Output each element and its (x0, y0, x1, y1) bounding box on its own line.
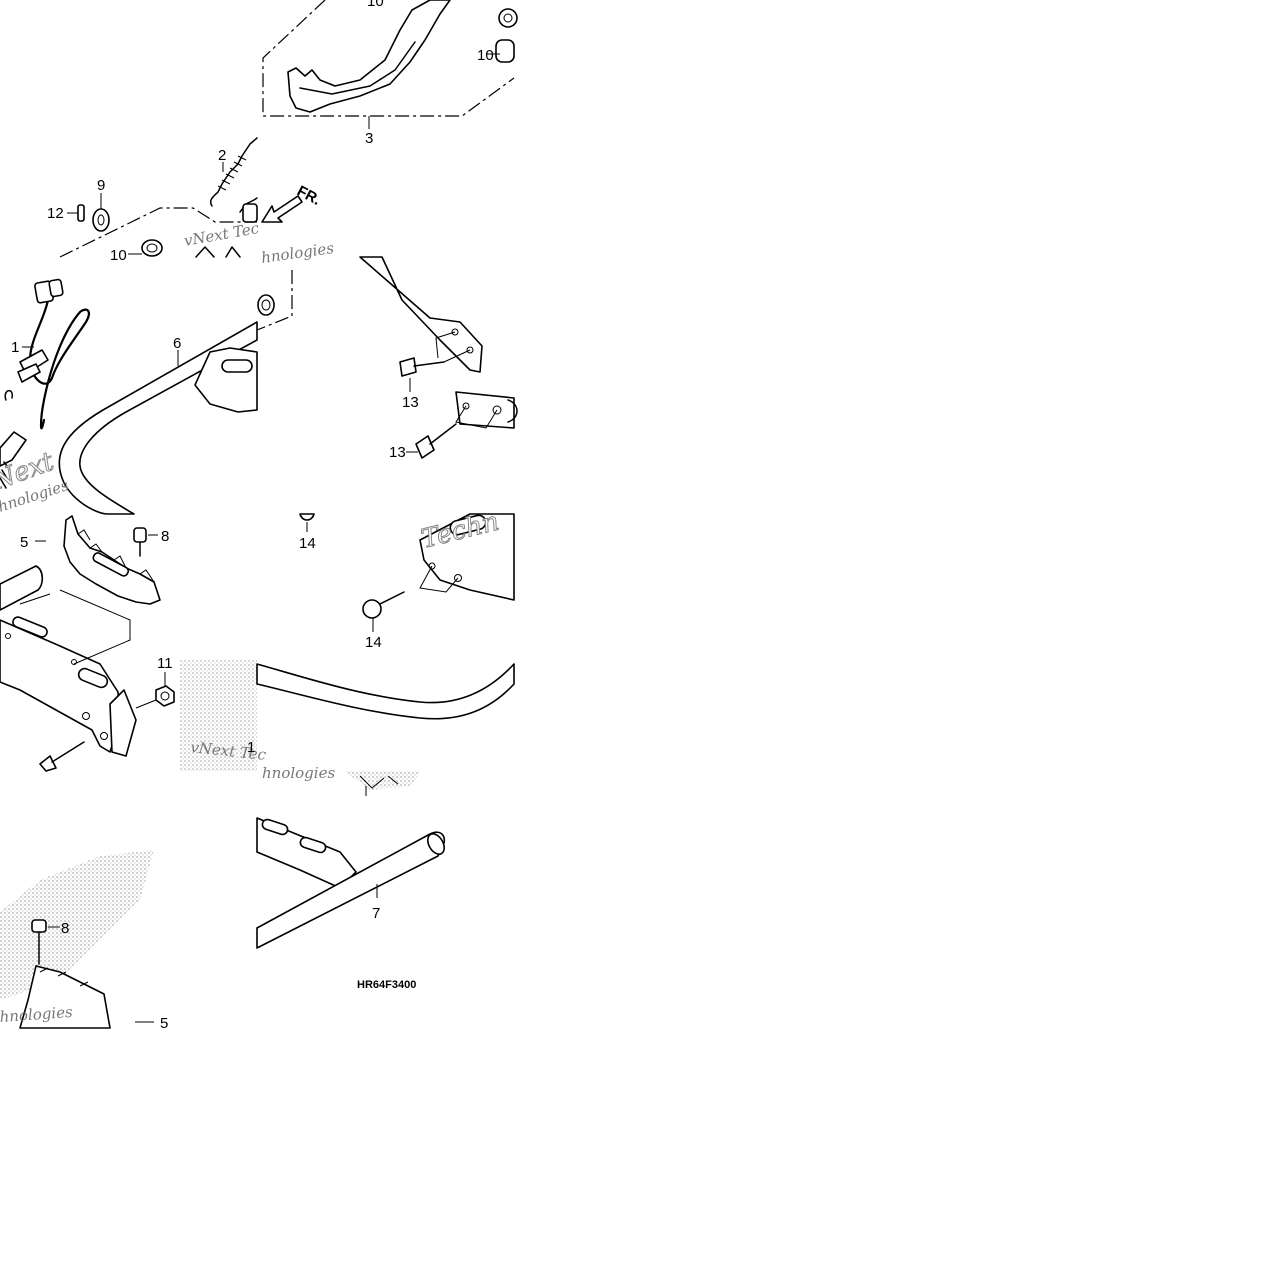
callout-6: 6 (173, 335, 181, 352)
callout-11: 11 (157, 655, 173, 672)
footpeg (19, 965, 111, 1029)
step-bar-tube (256, 663, 515, 720)
callout-8: 8 (61, 920, 69, 937)
flange-bolt (399, 357, 417, 377)
callout-7: 7 (372, 905, 380, 922)
frame-tube (359, 256, 483, 373)
flange-bolt (39, 755, 57, 772)
watermark-text: hnologies (262, 764, 335, 782)
flange-bolt (415, 435, 435, 459)
callout-14: 14 (365, 634, 382, 651)
mount-plate (455, 391, 515, 429)
bolt-head (133, 527, 147, 543)
step-bracket (0, 619, 121, 753)
callout-3: 3 (365, 130, 373, 147)
watermark-text: hnologies (260, 239, 335, 267)
hex-nut (155, 685, 175, 707)
callout-5: 5 (160, 1015, 168, 1032)
watermark-text: vNext Tec (183, 219, 261, 250)
switch-and-step-bar-group (0, 278, 258, 515)
brake-pedal-group (262, 0, 518, 129)
flange-bolt (362, 599, 382, 619)
frame-mount-group (256, 256, 518, 459)
frame-bracket (419, 513, 515, 601)
brake-pedal (287, 0, 451, 113)
callout-2: 2 (218, 147, 226, 164)
callout-14: 14 (299, 535, 316, 552)
cotter-pin (77, 204, 85, 222)
rear-step-bar-group (256, 771, 446, 949)
callout-1: 1 (11, 339, 19, 356)
washer (92, 208, 110, 232)
watermark-text: hnologies (0, 1003, 74, 1026)
callout-9: 9 (97, 177, 105, 194)
callout-13: 13 (389, 444, 406, 461)
callout-1: 1 (247, 739, 255, 756)
callout-10: 10 (110, 247, 127, 264)
figure-code: HR64F3400 (357, 979, 416, 991)
frame-right-group (256, 513, 515, 720)
callout-10: 10 (367, 0, 384, 10)
callout-13: 13 (402, 394, 419, 411)
callout-12: 12 (47, 205, 64, 222)
footpeg-rear-group (0, 850, 154, 1029)
spring-and-pin-group (59, 137, 303, 258)
callout-10: 10 (477, 47, 494, 64)
footpeg-left-group (0, 515, 257, 772)
bolt-head (31, 919, 47, 933)
step-bar-tube (58, 321, 258, 515)
front-direction-arrow (261, 195, 303, 223)
washer-part (498, 8, 518, 28)
callout-8: 8 (161, 528, 169, 545)
callout-5: 5 (20, 534, 28, 551)
